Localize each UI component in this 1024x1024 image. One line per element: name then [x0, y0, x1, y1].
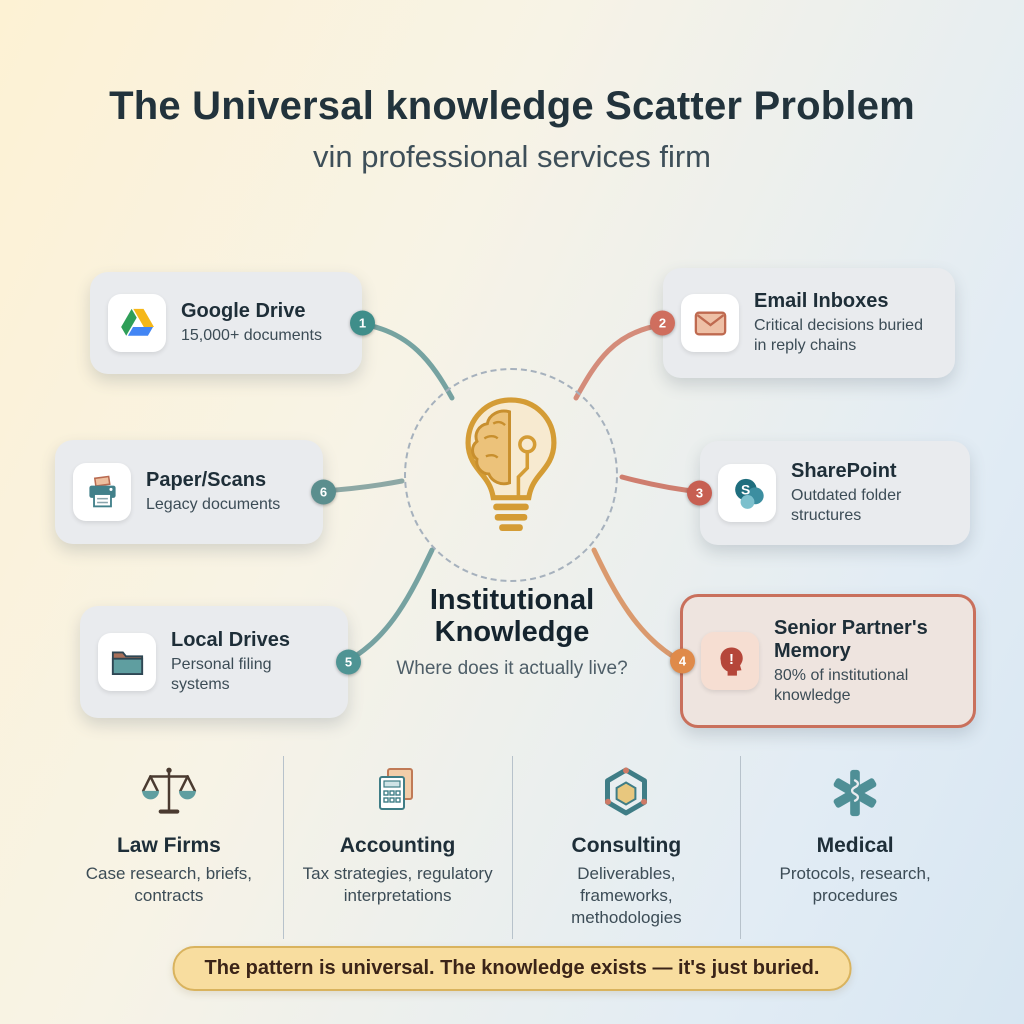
card-title: SharePoint	[791, 460, 897, 482]
card-desc: 80% of institutional knowledge	[774, 666, 909, 704]
industry-name: Medical	[816, 834, 894, 857]
industry-desc: Protocols, research, procedures	[779, 864, 931, 906]
badge-3: 3	[687, 480, 712, 506]
industry-desc: Case research, briefs, contracts	[85, 864, 253, 906]
hub-subtitle: Where does it actually live?	[396, 657, 628, 679]
page-subtitle: vin professional services firm	[313, 139, 711, 174]
head-alert-icon: !	[701, 632, 759, 690]
card-desc: 15,000+ documents	[181, 327, 322, 344]
lightbulb-brain-icon	[437, 391, 585, 559]
card-text: Paper/Scans Legacy documents	[146, 469, 280, 515]
card-desc: Critical decisions buried in reply chain…	[754, 317, 923, 354]
hub-text: Institutional Knowledge Where does it ac…	[362, 584, 662, 680]
card-desc: Outdated folder structures	[791, 487, 902, 524]
industry-accounting: Accounting Tax strategies, regulatory in…	[282, 756, 512, 940]
institutional-knowledge-hub	[404, 368, 618, 582]
industry-medical: Medical Protocols, research, procedures	[740, 756, 969, 940]
badge-4: 4	[670, 648, 695, 674]
svg-text:!: !	[729, 652, 734, 668]
industry-name: Law Firms	[116, 834, 221, 857]
folder-icon	[98, 633, 156, 691]
card-senior-partners-memory: ! Senior Partner's Memory 80% of institu…	[670, 594, 976, 728]
scales-of-justice-icon	[69, 760, 269, 826]
industry-desc: Deliverables, frameworks, methodologies	[571, 864, 682, 928]
medical-star-icon	[755, 760, 955, 826]
industry-name: Consulting	[571, 834, 682, 857]
card-text: SharePoint Outdated folder structures	[791, 460, 952, 526]
page-title-main: Universal knowledge Scatter Problem	[192, 84, 915, 128]
calculator-document-icon	[298, 760, 498, 826]
industry-desc: Tax strategies, regulatory interpretatio…	[302, 864, 493, 906]
sharepoint-icon: S	[718, 464, 776, 522]
google-drive-icon	[108, 294, 166, 352]
card-paper-scans: Paper/Scans Legacy documents 6	[55, 440, 336, 544]
card-text: Google Drive 15,000+ documents	[181, 300, 322, 346]
page-title-prefix: The	[109, 84, 193, 128]
header: The Universal knowledge Scatter Problem …	[0, 84, 1024, 175]
conclusion-banner: The pattern is universal. The knowledge …	[172, 946, 852, 991]
industry-law-firms: Law Firms Case research, briefs, contrac…	[55, 756, 283, 939]
card-title: Google Drive	[181, 300, 306, 322]
card-title: Email Inboxes	[754, 290, 889, 312]
card-desc: Legacy documents	[146, 496, 281, 513]
card-text: Local Drives Personal filing systems	[171, 629, 330, 695]
industries-row: Law Firms Case research, briefs, contrac…	[55, 756, 969, 940]
card-email-inboxes: Email Inboxes Critical decisions buried …	[650, 268, 955, 378]
connector-1	[359, 321, 455, 401]
badge-6: 6	[311, 479, 336, 505]
svg-text:S: S	[741, 481, 750, 497]
badge-5: 5	[336, 649, 361, 675]
badge-1: 1	[350, 310, 375, 336]
card-title: Local Drives	[171, 629, 290, 651]
badge-2: 2	[650, 310, 675, 336]
industry-consulting: Consulting Deliverables, frameworks, met…	[511, 756, 741, 940]
card-local-drives: Local Drives Personal filing systems 5	[80, 606, 361, 718]
card-title: Paper/Scans	[146, 469, 267, 491]
card-google-drive: Google Drive 15,000+ documents 1	[90, 272, 375, 374]
printer-scanner-icon	[73, 463, 131, 521]
card-text: Senior Partner's Memory 80% of instituti…	[774, 617, 955, 706]
connector-2	[573, 322, 665, 401]
email-envelope-icon	[681, 294, 739, 352]
page-title: The Universal knowledge Scatter Problem	[0, 84, 1024, 129]
hub-title: Institutional Knowledge	[429, 584, 595, 649]
industry-name: Accounting	[339, 834, 456, 857]
card-sharepoint: S SharePoint Outdated folder structures …	[687, 441, 970, 545]
card-text: Email Inboxes Critical decisions buried …	[754, 290, 937, 356]
card-title: Senior Partner's Memory	[774, 616, 928, 662]
hexagon-icon	[527, 760, 727, 826]
card-desc: Personal filing systems	[171, 656, 272, 693]
